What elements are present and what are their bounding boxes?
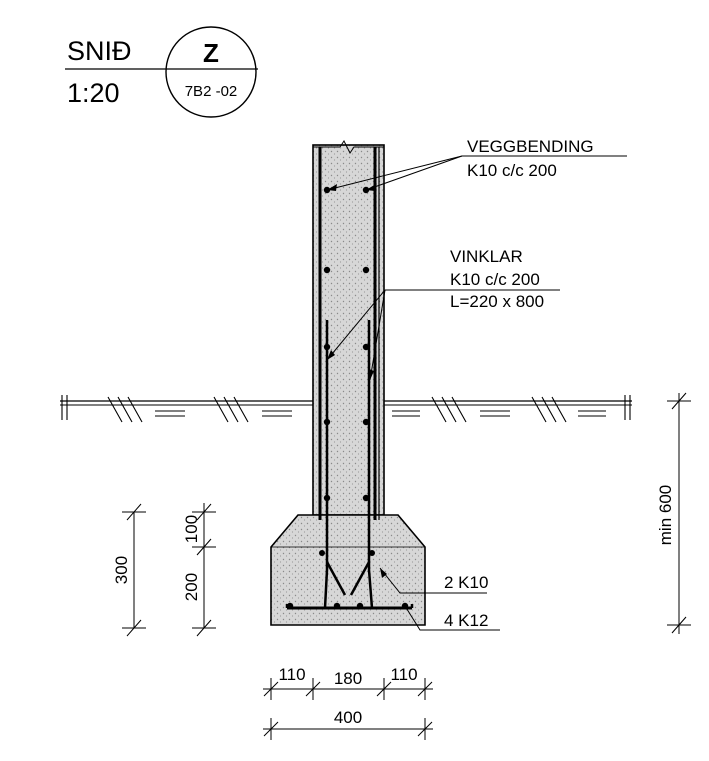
title-block: SNIÐ 1:20 Z 7B2 -02 [65,26,258,118]
dim-footing-height-top: 100 [182,515,201,543]
section-marker-circle [165,26,257,118]
horizontal-dimension-total [263,718,433,740]
stirrup-crossbar [325,561,371,596]
label-veggbending-spec: K10 c/c 200 [467,161,557,180]
concrete-wall [312,144,385,516]
reinforcement [285,147,414,610]
label-2k10: 2 K10 [444,573,488,592]
leader-4k12 [404,605,500,631]
leader-2k10 [379,567,487,594]
vertical-dimension-min600 [667,392,691,634]
dim-min-depth: min 600 [656,485,675,545]
label-4k12: 4 K12 [444,611,488,630]
section-word: SNIÐ [67,36,132,66]
sheet-reference: 7B2 -02 [185,83,238,100]
dim-wall-thickness: 180 [334,669,362,688]
label-veggbending-title: VEGGBENDING [467,137,594,156]
leader-vinklar-1 [326,289,386,361]
leader-vinklar-2 [369,289,386,381]
dim-footing-width: 400 [334,708,362,727]
break-line-top [313,140,384,154]
label-vinklar-title: VINKLAR [450,247,523,266]
ground-line [60,395,632,423]
vertical-dimension-300 [122,503,146,637]
leader-veggbending-2 [365,155,463,191]
dim-left-offset: 110 [278,665,305,684]
rebar-dots [286,186,409,610]
annotation-arrowheads [327,184,387,578]
horizontal-dimension-chain [263,678,433,700]
dim-right-offset: 110 [390,665,417,684]
label-vinklar-spec: K10 c/c 200 [450,270,540,289]
section-marker-letter: Z [203,38,219,68]
concrete-section [270,140,426,626]
dim-footing-height-total: 300 [112,556,131,584]
leader-veggbending-1 [326,155,463,191]
concrete-footing [270,514,426,626]
annotation-leaders [326,155,627,631]
dim-footing-height-bottom: 200 [182,573,201,601]
scale-label: 1:20 [67,78,120,108]
vertical-dimension-100-200 [192,503,216,637]
label-vinklar-length: L=220 x 800 [450,292,544,311]
soil-hatch [61,395,631,423]
